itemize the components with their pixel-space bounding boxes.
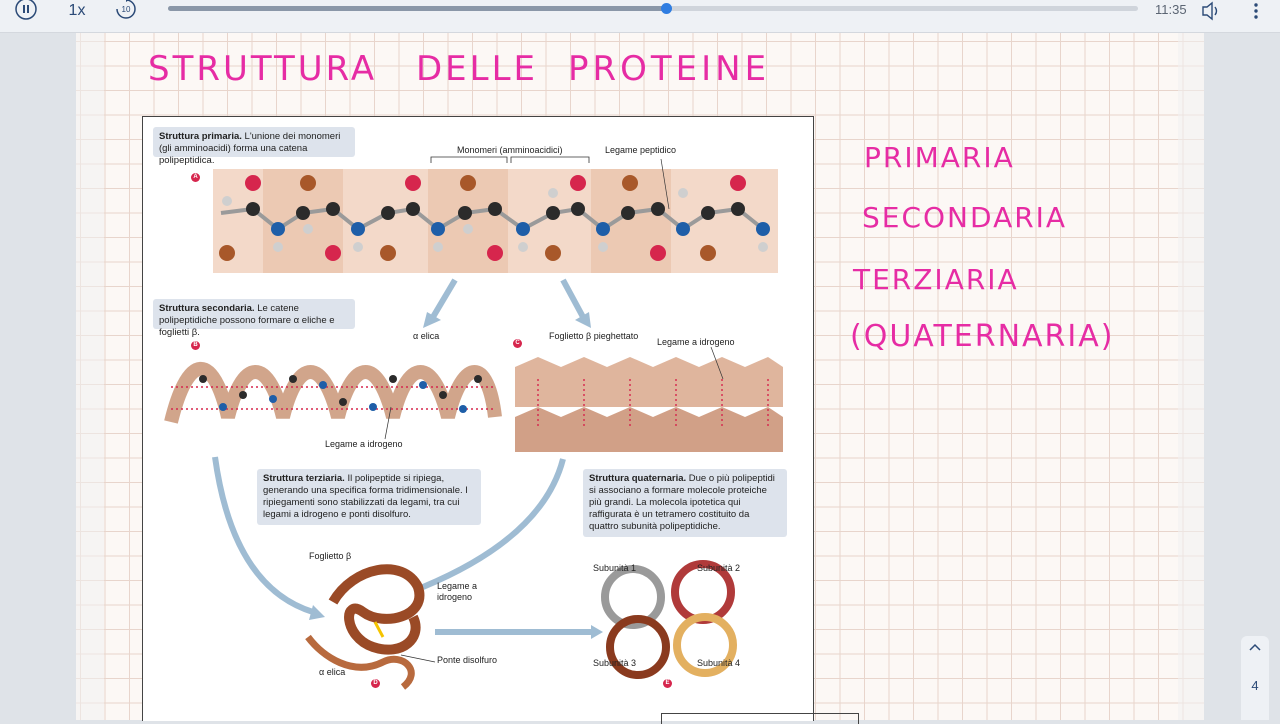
label-alpha-helix: α elica xyxy=(413,331,440,341)
panel-tag-d: D xyxy=(371,679,380,688)
label-subunit-4: Subunità 4 xyxy=(697,658,741,668)
label-peptide-bond: Legame peptidico xyxy=(605,145,677,155)
page-navigator: 4 xyxy=(1241,636,1269,720)
skip-forward-icon: 10 xyxy=(116,0,136,19)
more-menu-button[interactable] xyxy=(1246,0,1266,22)
playback-speed-button[interactable]: 1x xyxy=(68,2,86,19)
arrow-heads xyxy=(309,312,603,639)
handwritten-title-word-1: STRUTTURA xyxy=(148,49,378,89)
panel-tag-c: C xyxy=(513,339,522,348)
label-tert-beta: Foglietto β xyxy=(309,551,352,561)
panel-tag-e: E xyxy=(663,679,672,688)
pause-button[interactable] xyxy=(14,0,38,22)
handwritten-level-quaternaria: (QUATERNARIA) xyxy=(850,319,1115,354)
player-bar: 1x 10 11:35 xyxy=(0,0,1280,33)
alpha-helix-illustration xyxy=(164,362,502,440)
beta-sheet-illustration xyxy=(515,346,783,452)
label-subunit-2: Subunità 2 xyxy=(697,563,741,573)
caption-secondary: Struttura secondaria. Le catene polipept… xyxy=(153,299,355,338)
caption-tertiary-text: Il polipeptide si ripiega, generando una… xyxy=(263,473,468,520)
chevron-up-icon xyxy=(1249,643,1261,651)
caption-quaternary-title: Struttura quaternaria. xyxy=(589,473,687,484)
label-beta-sheet: Foglietto β pieghettato xyxy=(549,331,639,341)
page-number: 4 xyxy=(1251,678,1259,693)
handwritten-level-terziaria: TERZIARIA xyxy=(853,263,1019,296)
label-tert-disulfide: Ponte disolfuro xyxy=(437,655,498,665)
handwritten-title-word-3: PROTEINE xyxy=(568,49,771,89)
current-time: 11:35 xyxy=(1155,2,1187,17)
next-figure-box xyxy=(661,713,859,724)
handwritten-title-word-2: DELLE xyxy=(416,49,539,89)
caption-tertiary: Struttura terziaria. Il polipeptide si r… xyxy=(257,469,481,525)
label-tert-hbond: Legame a idrogeno xyxy=(437,581,478,602)
progress-slider[interactable] xyxy=(168,3,1138,14)
more-vertical-icon xyxy=(1254,3,1258,19)
skip-forward-button[interactable]: 10 xyxy=(113,0,139,22)
primary-chain xyxy=(213,156,778,273)
pause-icon xyxy=(15,0,37,20)
caption-secondary-title: Struttura secondaria. xyxy=(159,303,255,314)
caption-secondary-text: Le catene polipeptidiche possono formare… xyxy=(159,303,335,338)
handwritten-level-secondaria: SECONDARIA xyxy=(862,201,1068,234)
tertiary-structure-illustration xyxy=(305,564,436,690)
caption-tertiary-title: Struttura terziaria. xyxy=(263,473,345,484)
label-h-bond-sheet: Legame a idrogeno xyxy=(657,337,735,347)
label-h-bond-helix: Legame a idrogeno xyxy=(325,439,403,449)
label-subunit-3: Subunità 3 xyxy=(593,658,637,668)
right-margin xyxy=(1178,33,1204,720)
page-up-button[interactable] xyxy=(1241,640,1269,660)
notebook-page[interactable]: STRUTTURA DELLE PROTEINE PRIMARIA SECOND… xyxy=(76,33,1204,724)
caption-quaternary-text: Due o più polipeptidi si associano a for… xyxy=(589,473,775,532)
protein-structure-figure: Struttura primaria. L'unione dei monomer… xyxy=(142,116,859,724)
label-monomers: Monomeri (amminoacidici) xyxy=(457,145,563,155)
volume-button[interactable] xyxy=(1200,0,1222,22)
panel-tag-b: B xyxy=(191,341,200,350)
panel-tag-a: A xyxy=(191,173,200,182)
speaker-icon xyxy=(1202,1,1218,21)
skip-seconds: 10 xyxy=(122,5,131,14)
handwritten-level-primaria: PRIMARIA xyxy=(864,141,1015,174)
flow-arrows xyxy=(212,278,593,635)
label-tert-alpha: α elica xyxy=(319,667,346,677)
progress-fill xyxy=(168,6,666,11)
caption-quaternary: Struttura quaternaria. Due o più polipep… xyxy=(583,469,787,537)
left-margin xyxy=(76,33,104,720)
quaternary-structure-illustration xyxy=(601,560,737,679)
caption-primary: Struttura primaria. L'unione dei monomer… xyxy=(153,127,355,166)
label-subunit-1: Subunità 1 xyxy=(593,563,637,573)
caption-primary-title: Struttura primaria. xyxy=(159,131,242,142)
caption-primary-text: L'unione dei monomeri (gli amminoacidi) … xyxy=(159,131,341,166)
progress-knob[interactable] xyxy=(660,3,672,14)
figure-illustration xyxy=(164,156,783,690)
